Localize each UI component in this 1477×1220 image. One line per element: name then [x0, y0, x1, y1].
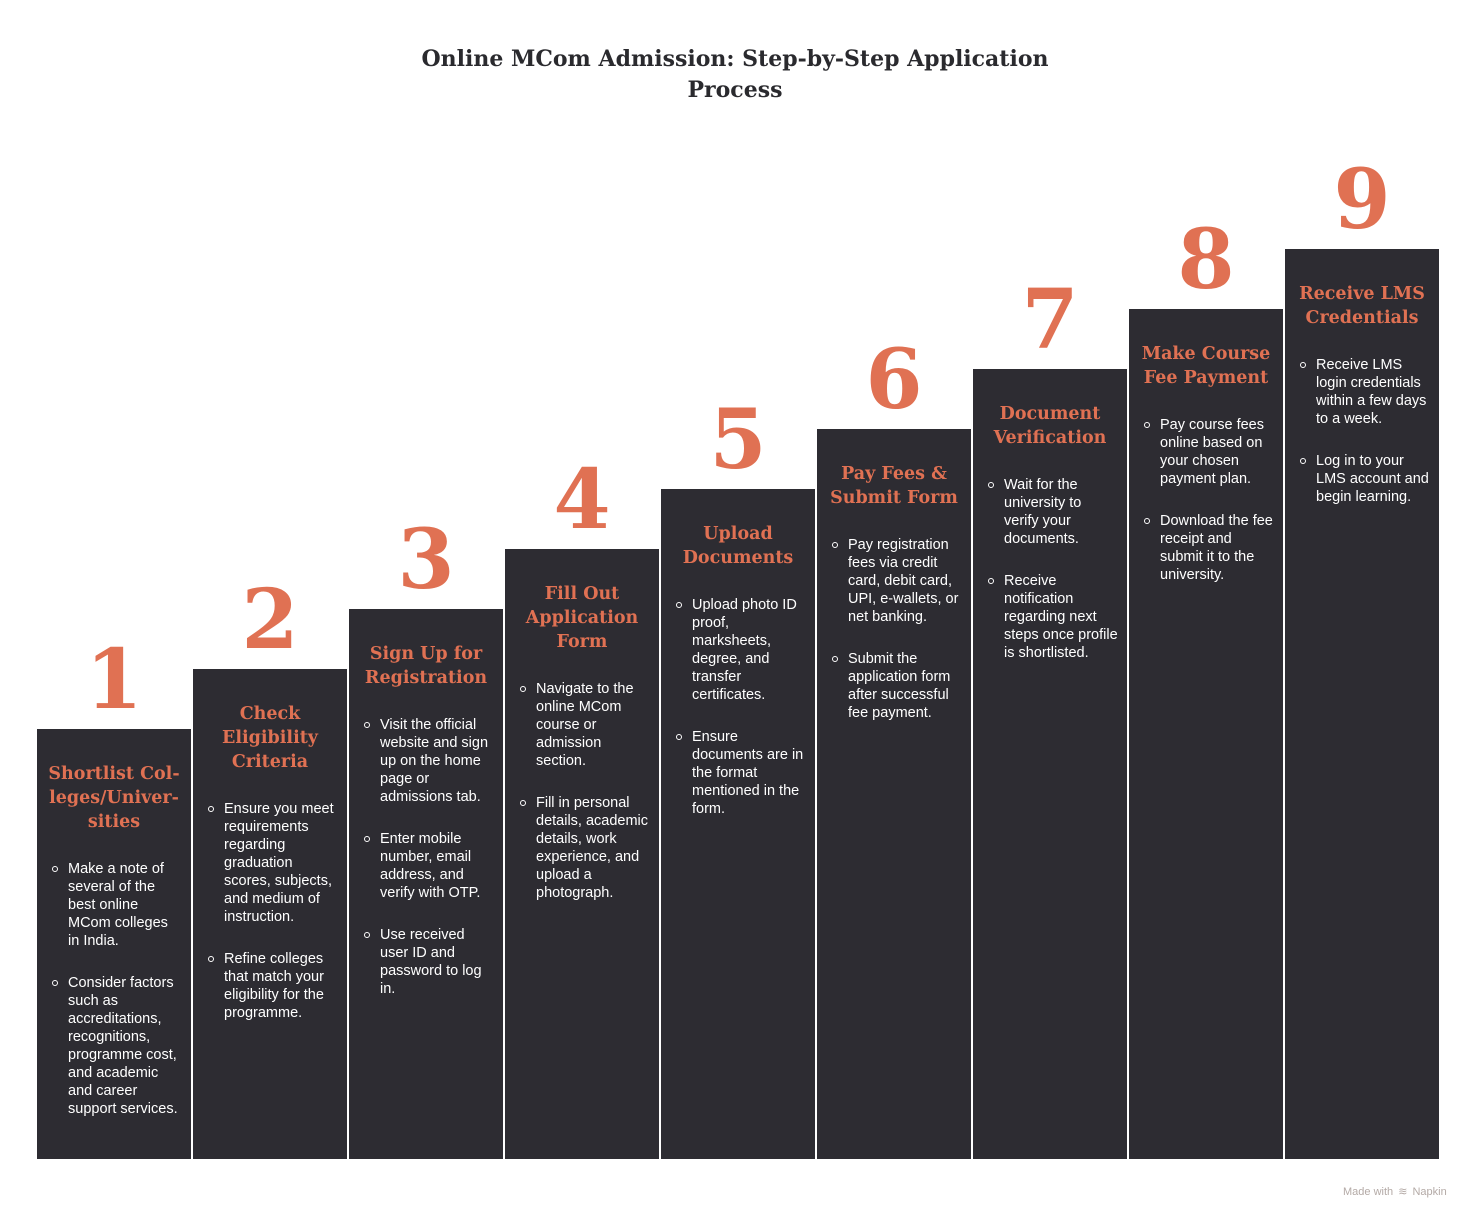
step-bullet-list: Wait for the university to verify your d…	[987, 476, 1119, 662]
step-number: 3	[397, 512, 455, 608]
step-bullet: Visit the official website and sign up o…	[363, 716, 495, 806]
step-number: 4	[553, 452, 611, 548]
step-bullet: Refine colleges that match your eligibil…	[207, 950, 339, 1022]
step-bullet-text: Receive LMS login credentials within a f…	[1316, 357, 1427, 427]
step-bullet-list: Ensure you meet requirements regarding g…	[207, 800, 339, 1022]
step-bullet: Log in to your LMS account and begin lea…	[1299, 452, 1431, 506]
bullet-circle-icon	[52, 866, 58, 872]
step-bullet-list: Receive LMS login credentials within a f…	[1299, 356, 1431, 506]
bullet-circle-icon	[1144, 518, 1150, 524]
step-bullet-text: Refine colleges that match your eligibil…	[224, 951, 324, 1021]
step-bullet-text: Download the fee receipt and submit it t…	[1160, 513, 1273, 583]
bullet-circle-icon	[364, 836, 370, 842]
step-bullet-text: Consider factors such as accreditations,…	[68, 975, 178, 1117]
step-number: 9	[1333, 152, 1391, 248]
step-bullet-text: Pay course fees online based on your cho…	[1160, 417, 1264, 487]
step-bullet-list: Visit the official website and sign up o…	[363, 716, 495, 998]
step-bullet: Receive notification regarding next step…	[987, 572, 1119, 662]
step-bullet-text: Ensure documents are in the format menti…	[692, 729, 804, 817]
step-title: Shortlist Col-leges/Univer-sities	[48, 764, 180, 832]
step-bullet: Receive LMS login credentials within a f…	[1299, 356, 1431, 428]
bullet-circle-icon	[520, 686, 526, 692]
bullet-circle-icon	[832, 542, 838, 548]
step-bullet-text: Navigate to the online MCom course or ad…	[536, 681, 634, 769]
step-bullet-text: Fill in personal details, academic detai…	[536, 795, 649, 901]
step-bullet-text: Enter mobile number, email address, and …	[380, 831, 481, 901]
step-bullet: Ensure you meet requirements regarding g…	[207, 800, 339, 926]
step-bullet-text: Upload photo ID proof, marksheets, degre…	[692, 597, 797, 703]
bullet-circle-icon	[676, 734, 682, 740]
step-bullet-text: Make a note of several of the best onlin…	[68, 861, 168, 949]
step-bullet: Upload photo ID proof, marksheets, degre…	[675, 596, 807, 704]
step-bullet-text: Visit the official website and sign up o…	[380, 717, 489, 805]
bullet-circle-icon	[1300, 362, 1306, 368]
step-title: Check Eligibility Criteria	[222, 704, 318, 772]
bullet-circle-icon	[988, 482, 994, 488]
step-title: Fill Out Application Form	[525, 584, 639, 652]
step-title: Pay Fees & Submit Form	[830, 464, 958, 508]
step-bullet: Use received user ID and password to log…	[363, 926, 495, 998]
step-bullet-text: Submit the application form after succes…	[848, 651, 951, 721]
napkin-logo-icon: ≋	[1398, 1186, 1408, 1198]
step-bullet: Consider factors such as accreditations,…	[51, 974, 183, 1118]
bullet-circle-icon	[52, 980, 58, 986]
bullet-circle-icon	[676, 602, 682, 608]
step-bullet: Navigate to the online MCom course or ad…	[519, 680, 651, 770]
bullet-circle-icon	[1144, 422, 1150, 428]
step-title: Document Verification	[993, 404, 1107, 448]
step-bullet-list: Navigate to the online MCom course or ad…	[519, 680, 651, 902]
step-bullet-text: Pay registration fees via credit card, d…	[848, 537, 959, 625]
bullet-circle-icon	[364, 932, 370, 938]
step-bullet: Wait for the university to verify your d…	[987, 476, 1119, 548]
step-bullet: Pay course fees online based on your cho…	[1143, 416, 1275, 488]
step-bullet-text: Receive notification regarding next step…	[1004, 573, 1118, 661]
step-bullet-list: Pay course fees online based on your cho…	[1143, 416, 1275, 584]
step-bullet: Download the fee receipt and submit it t…	[1143, 512, 1275, 584]
bullet-circle-icon	[364, 722, 370, 728]
step-bullet: Pay registration fees via credit card, d…	[831, 536, 963, 626]
bullet-circle-icon	[520, 800, 526, 806]
step-bullet-text: Wait for the university to verify your d…	[1004, 477, 1082, 547]
step-bullet-list: Pay registration fees via credit card, d…	[831, 536, 963, 722]
step-title: Sign Up for Registration	[364, 644, 488, 688]
made-with-label: Made with	[1343, 1186, 1394, 1198]
step-number: 5	[709, 392, 767, 488]
page-title: Online MCom Admission: Step-by-Step Appl…	[421, 46, 1049, 103]
step-title: Receive LMS Credentials	[1299, 284, 1425, 328]
bullet-circle-icon	[1300, 458, 1306, 464]
bullet-circle-icon	[208, 806, 214, 812]
bullet-circle-icon	[208, 956, 214, 962]
step-title: Upload Documents	[682, 524, 794, 568]
step-bullet: Submit the application form after succes…	[831, 650, 963, 722]
step-bullet: Fill in personal details, academic detai…	[519, 794, 651, 902]
step-number: 6	[865, 332, 923, 428]
step-bullet-list: Upload photo ID proof, marksheets, degre…	[675, 596, 807, 818]
step-bullet: Make a note of several of the best onlin…	[51, 860, 183, 950]
bullet-circle-icon	[832, 656, 838, 662]
step-number: 7	[1021, 272, 1079, 368]
step-bullet-text: Ensure you meet requirements regarding g…	[224, 801, 334, 925]
step-number: 8	[1177, 212, 1235, 308]
brand-label: Napkin	[1412, 1186, 1447, 1198]
step-bullet-list: Make a note of several of the best onlin…	[51, 860, 183, 1118]
step-bullet: Enter mobile number, email address, and …	[363, 830, 495, 902]
step-bullet-text: Use received user ID and password to log…	[380, 927, 482, 997]
step-bullet-text: Log in to your LMS account and begin lea…	[1316, 453, 1429, 505]
step-number: 1	[85, 632, 143, 728]
bullet-circle-icon	[988, 578, 994, 584]
step-bullet: Ensure documents are in the format menti…	[675, 728, 807, 818]
step-number: 2	[241, 572, 299, 668]
step-title: Make Course Fee Payment	[1141, 344, 1271, 388]
made-with-napkin-badge[interactable]: Made with ≋ Napkin	[1343, 1185, 1447, 1198]
